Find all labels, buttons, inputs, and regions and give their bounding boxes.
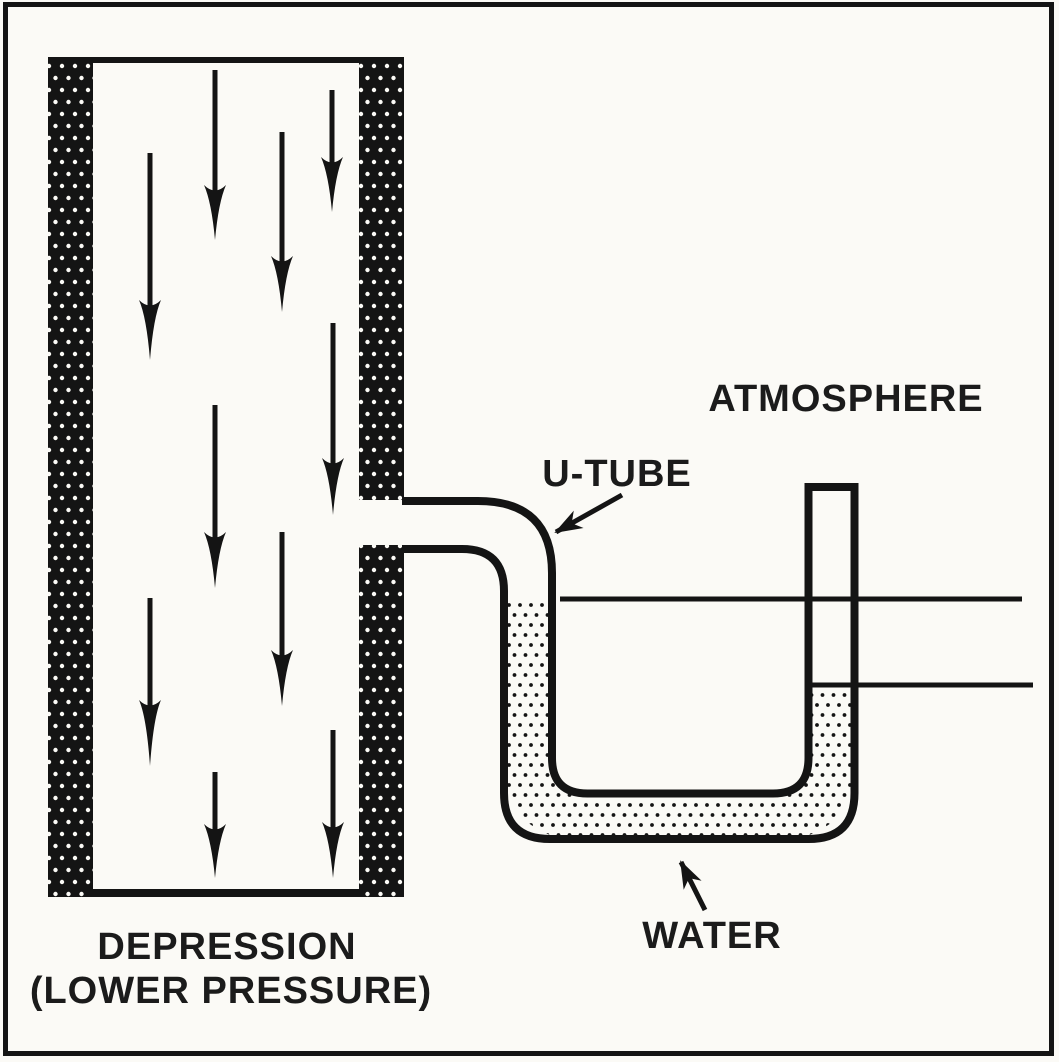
down-arrow: [139, 153, 161, 360]
duct-bottom-edge: [89, 889, 360, 897]
u-tube-label: U-TUBE: [542, 453, 692, 495]
down-arrow: [321, 90, 343, 212]
airflow-arrows: [139, 70, 344, 878]
duct-right-wall-lower: [359, 545, 404, 897]
water-fill: [504, 600, 855, 840]
level-lines: [560, 596, 1033, 688]
down-arrow: [322, 730, 344, 878]
u-tube-inner-wall: [402, 487, 813, 798]
duct-top-edge: [48, 57, 404, 63]
down-arrow: [204, 772, 226, 878]
depression-label-line1: DEPRESSION: [97, 926, 357, 968]
down-arrow: [322, 323, 344, 515]
u-tube-outer-wall: [402, 487, 859, 843]
down-arrow: [139, 598, 161, 766]
duct-left-wall: [48, 57, 93, 897]
down-arrow: [271, 132, 293, 312]
down-arrow: [204, 70, 226, 240]
duct: [48, 57, 404, 897]
depression-label-line2: (LOWER PRESSURE): [29, 970, 433, 1012]
down-arrow: [271, 532, 293, 706]
water-pointer-arrow: [678, 860, 708, 912]
u-tube: [402, 483, 859, 843]
water-label: WATER: [642, 915, 782, 957]
label-pointers: [554, 492, 708, 912]
atmosphere-label: ATMOSPHERE: [708, 378, 984, 420]
duct-right-wall-upper: [359, 57, 404, 500]
u-tube-pointer-arrow: [554, 492, 624, 535]
down-arrow: [204, 405, 226, 588]
